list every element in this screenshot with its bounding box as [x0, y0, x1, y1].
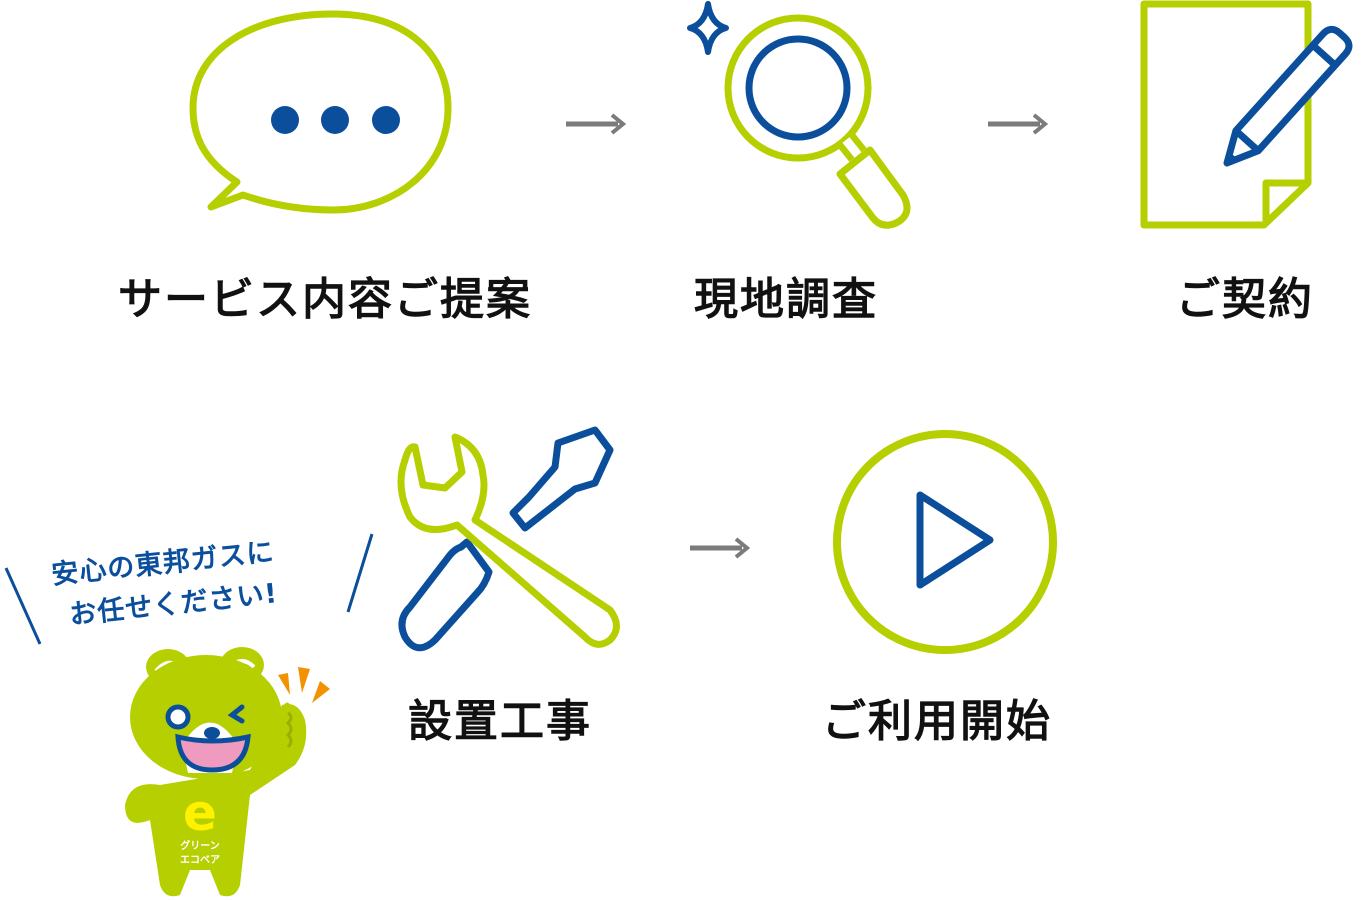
wrench-screwdriver-icon: [397, 426, 620, 652]
step-2-label: 現地調査: [694, 274, 878, 325]
arrow-right-icon: [690, 537, 751, 559]
step-5-icon-wrap: [830, 425, 1065, 660]
step-1-icon-wrap: [189, 10, 452, 215]
speech-slash-left: [0, 560, 50, 650]
step-4-label: 設置工事: [408, 696, 592, 747]
arrow-right-icon: [566, 113, 627, 135]
svg-text:e: e: [183, 784, 217, 842]
speech-bubble-icon: [189, 10, 452, 214]
bear-mascot-icon: e グリーン エコベア: [125, 647, 330, 897]
step-5-label: ご利用開始: [822, 696, 1052, 747]
step-3-icon-wrap: [1130, 0, 1361, 235]
svg-text:グリーン: グリーン: [180, 839, 220, 852]
step-1-label: サービス内容ご提案: [118, 274, 532, 325]
step-3-label: ご契約: [1176, 274, 1314, 325]
magnifying-glass-icon: [687, 1, 911, 229]
mascot-bear: e グリーン エコベア: [120, 645, 340, 900]
arrow-right-icon: [988, 113, 1049, 135]
document-pencil-icon: [1140, 0, 1353, 229]
play-circle-icon: [833, 430, 1057, 654]
speech-slash-right: [340, 530, 380, 620]
step-4-icon-wrap: [395, 425, 630, 655]
svg-text:エコベア: エコベア: [180, 854, 220, 866]
step-2-icon-wrap: [678, 0, 918, 230]
